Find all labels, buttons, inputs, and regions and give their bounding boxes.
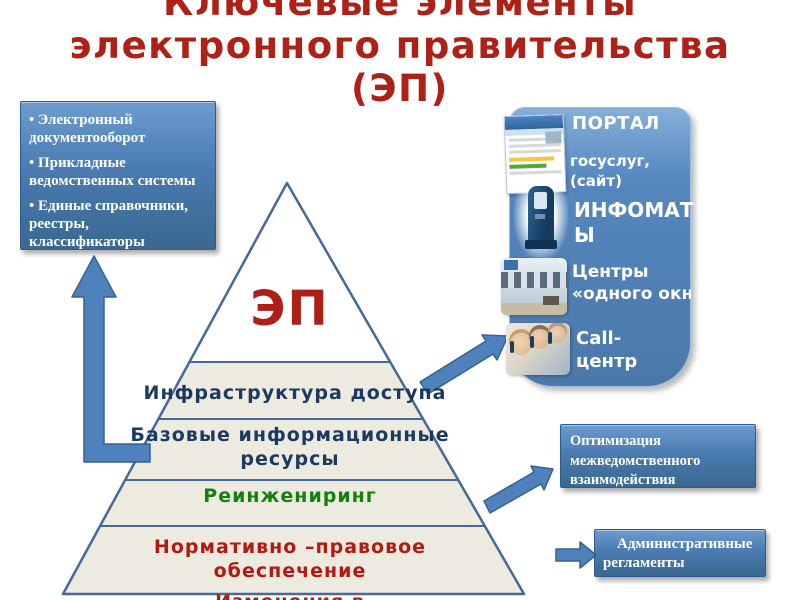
- pyramid-outline: [61, 181, 526, 596]
- one-stop-centers-label: Центры «одного окна»: [572, 262, 691, 305]
- service-center-booths: [501, 272, 567, 288]
- pyramid-layer-access-infrastructure: Инфраструктура доступа: [143, 382, 447, 404]
- operator-figure: [510, 333, 532, 355]
- operator-figure: [549, 326, 566, 343]
- bullet-electronic-docflow: • Электронный документооборот: [29, 112, 146, 146]
- service-center-desk: [543, 296, 559, 305]
- portal-image-text-line: [508, 149, 561, 154]
- infomat-keypad: [535, 214, 545, 219]
- service-center-image: [501, 258, 567, 315]
- pyramid-layer-legal-support: Нормативно –правовое обеспечение: [153, 536, 427, 582]
- infomat-kiosk-shape: [528, 186, 554, 242]
- one-stop-centers-label-clip: Центры «одного окна»: [572, 261, 691, 311]
- infomat-screen: [534, 192, 547, 209]
- service-center-sign: [504, 260, 518, 270]
- bullet-unified-registries: • Единые справочники, реестры, классифик…: [29, 198, 189, 250]
- arrow-to-regulations-box: [555, 541, 597, 569]
- arrow-up-to-left-box: [71, 255, 151, 463]
- call-center-label: Call- центр: [576, 328, 638, 372]
- portal-image-yellow-bar: [509, 156, 555, 162]
- arrow-to-optimization-box: [483, 465, 554, 514]
- portal-image-text-line: [509, 170, 562, 175]
- pyramid-layer-reengineering: Реинжениринг: [203, 485, 377, 507]
- headset-shape: [530, 336, 534, 348]
- portal-label: ПОРТАЛ: [572, 113, 660, 134]
- bullet-departmental-systems: • Прикладные ведомственных системы: [29, 155, 196, 189]
- access-channels-panel: ПОРТАЛ госуслуг, (сайт) ИНФОМАТ Ы Центры…: [501, 107, 694, 387]
- portal-image-text-line: [508, 143, 561, 148]
- pyramid-top-label: ЭП: [250, 281, 330, 337]
- legislation-changes-caption: Изменения в законодательство: [110, 591, 470, 600]
- pyramid-layer-basic-information-resources: Базовые информационные ресурсы: [130, 424, 450, 470]
- optimization-box: Оптимизация межведомственного взаимодейс…: [560, 424, 756, 488]
- infomat-base: [525, 240, 557, 249]
- regulations-box: Административные регламенты: [594, 529, 766, 577]
- call-center-image: [506, 323, 570, 375]
- infomat-image: [514, 178, 568, 260]
- headset-shape: [548, 332, 552, 344]
- portal-image-green-bar: [509, 163, 547, 169]
- arrow-to-right-panel: [419, 334, 509, 395]
- portal-sublabel: госуслуг, (сайт): [570, 152, 651, 191]
- left-callout-box: • Электронный документооборот • Прикладн…: [20, 101, 216, 250]
- infomat-label: ИНФОМАТ Ы: [574, 198, 694, 247]
- service-center-counter: [501, 303, 567, 315]
- page-title: Ключевые элементы электронного правитель…: [69, 0, 731, 110]
- headset-shape: [510, 341, 514, 353]
- operator-figure: [530, 329, 550, 349]
- portal-image-thumbnail: [545, 131, 562, 144]
